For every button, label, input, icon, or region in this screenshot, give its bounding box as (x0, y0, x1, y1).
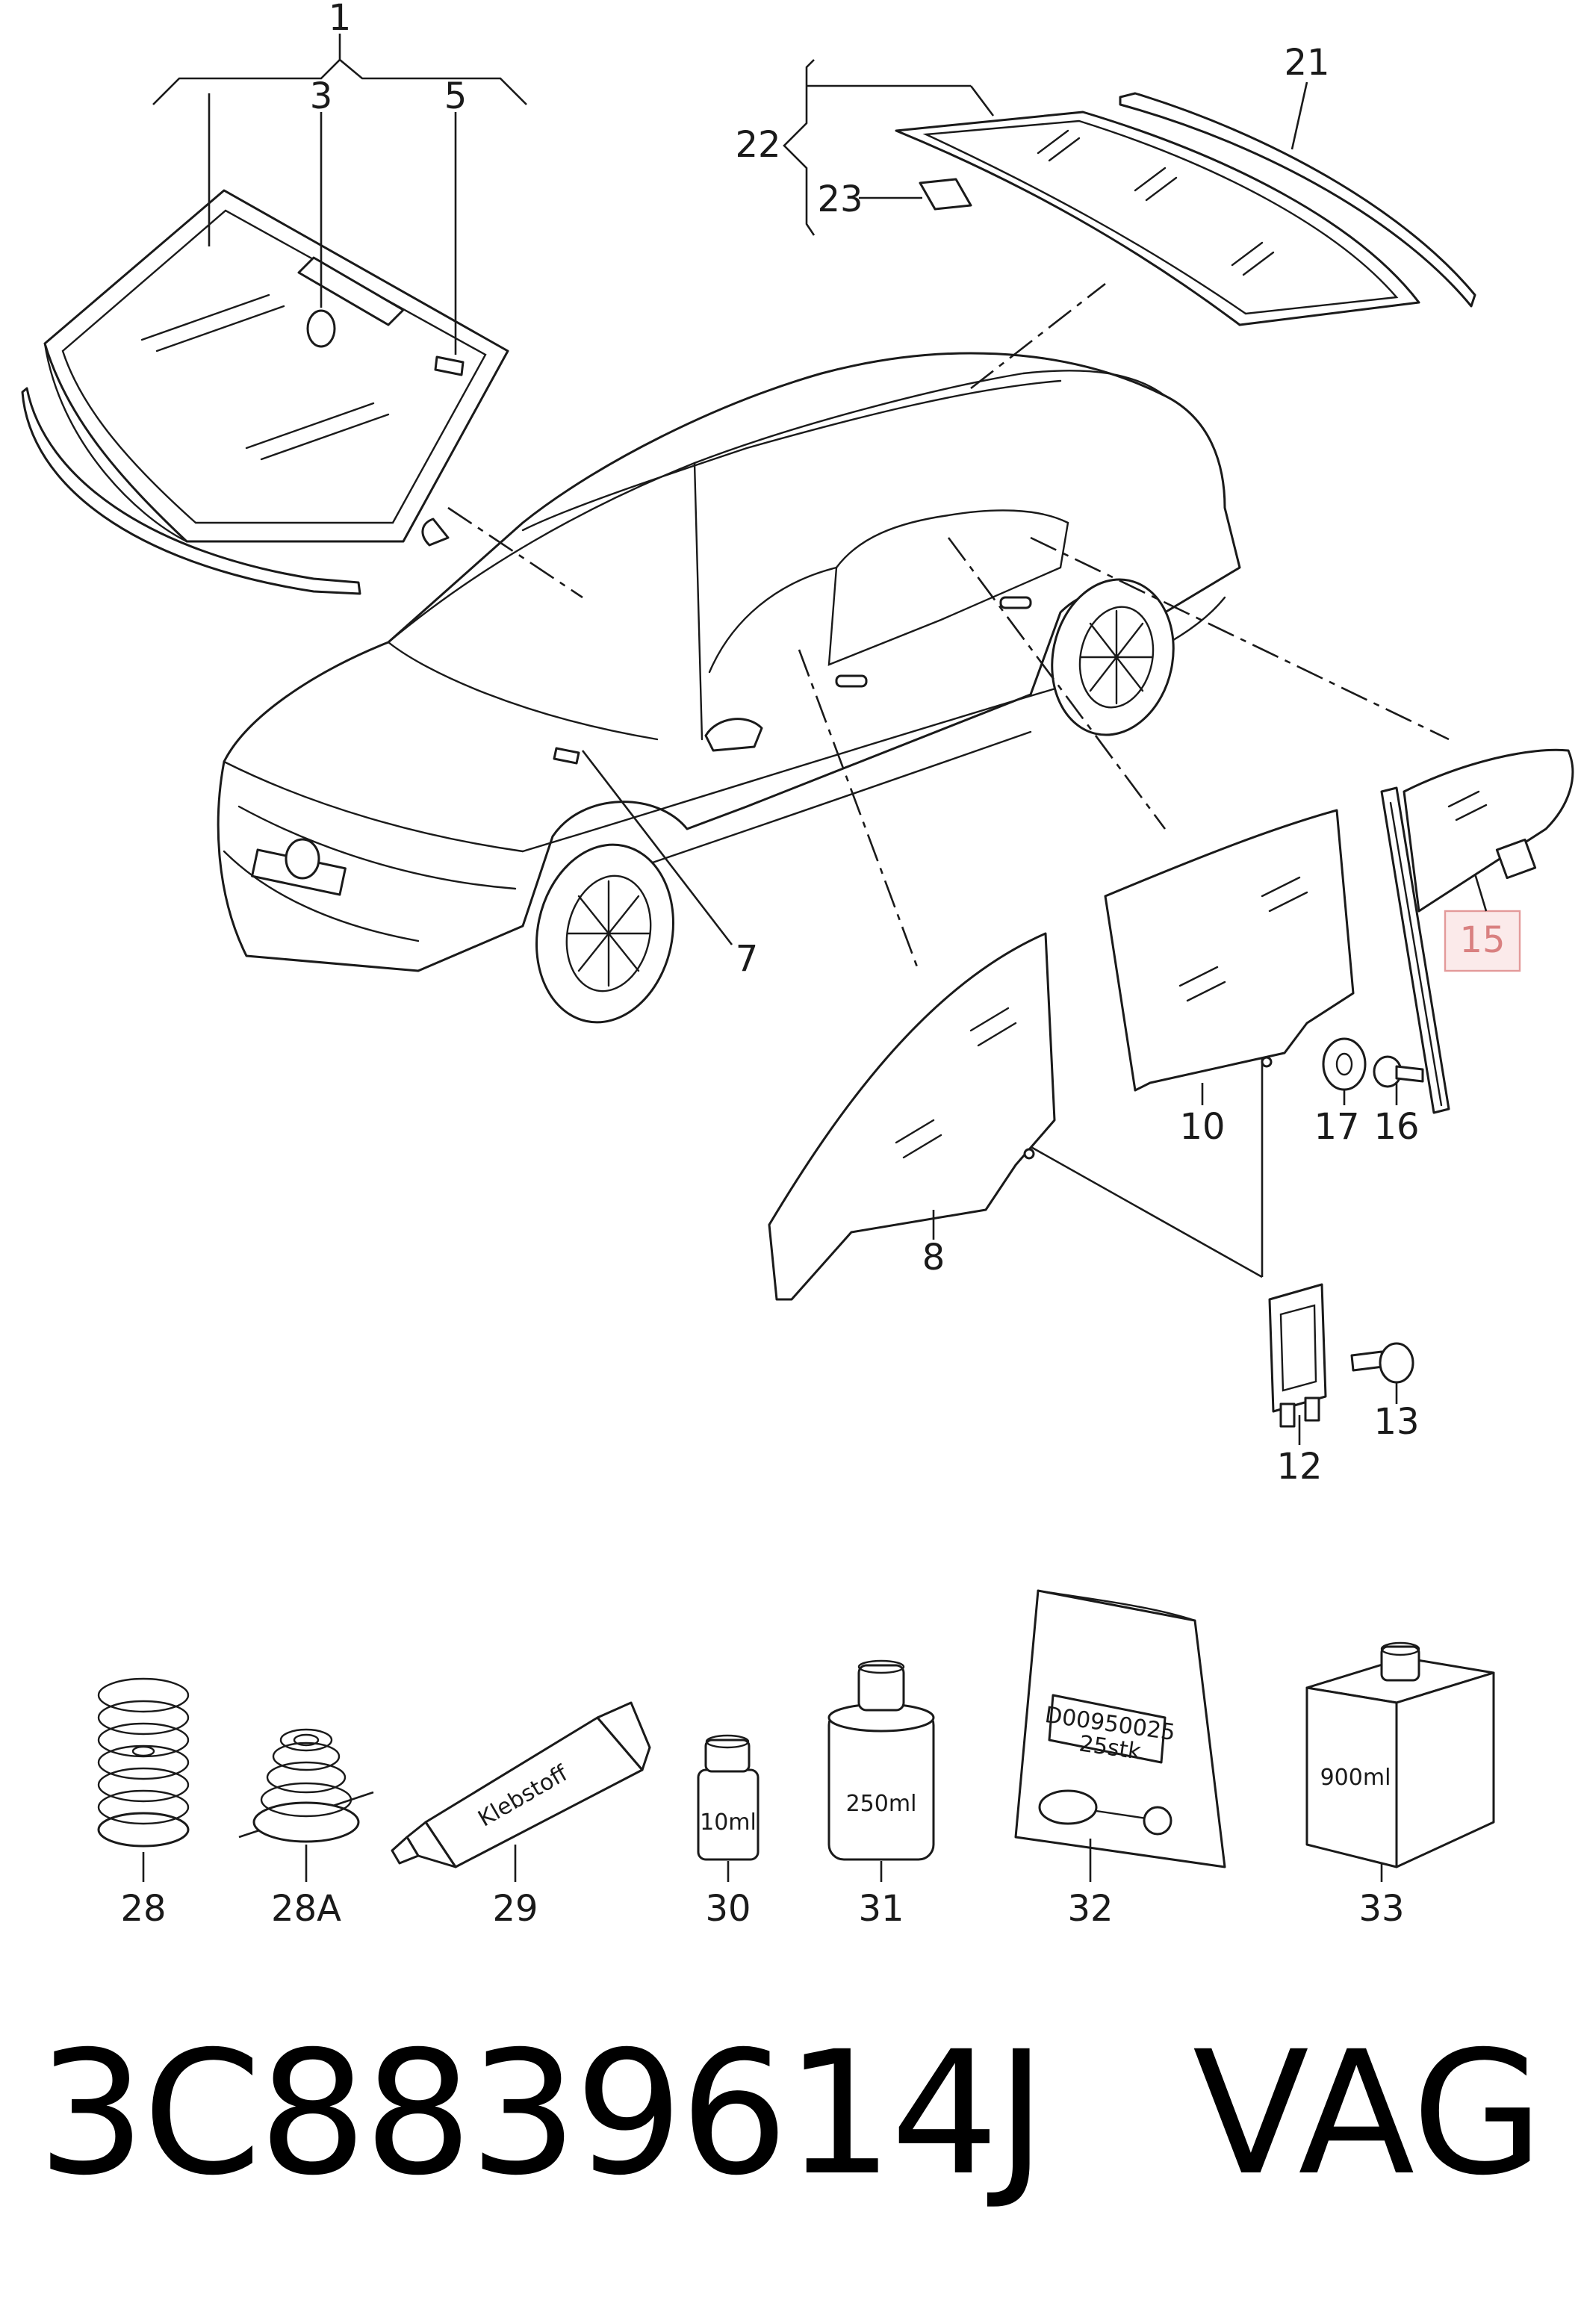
quarter-glass-part (1403, 748, 1574, 913)
callout-7: 7 (736, 938, 759, 980)
callout-31: 31 (858, 1888, 904, 1930)
windscreen-part (43, 189, 509, 543)
callout-15: 15 (1459, 919, 1505, 961)
rear-window-part (895, 111, 1420, 326)
exploded-parts-diagram: 1 3 5 7 8 10 12 13 15 16 17 21 22 23 Kle… (21, 0, 1574, 1930)
canister-label: 900ml (1320, 1765, 1391, 1791)
car-body-illustration (217, 352, 1241, 1024)
callout-33: 33 (1358, 1888, 1404, 1930)
primer-can-part-31: 250ml (827, 1659, 935, 1861)
callout-13: 13 (1373, 1401, 1419, 1443)
callout-3: 3 (310, 75, 333, 117)
glass-bracket-part-12 (1268, 1283, 1327, 1428)
sealing-cord-part-28 (97, 1677, 190, 1848)
sealing-cord-part-28a (238, 1728, 374, 1843)
callout-16: 16 (1373, 1106, 1419, 1148)
windscreen-lower-seal (21, 387, 361, 595)
wipes-bag-part-32: D00950025 25stk (1014, 1589, 1226, 1868)
window-channel-part (1380, 786, 1450, 1114)
callout-22: 22 (735, 124, 780, 166)
clip-part-17 (1322, 1037, 1367, 1091)
screw-part-16 (1373, 1055, 1424, 1088)
part-number-footer: 3C8839614J VAG (37, 2001, 1544, 2225)
callout-30: 30 (705, 1888, 751, 1930)
callout-32: 32 (1067, 1888, 1113, 1930)
callout-23: 23 (817, 178, 863, 220)
adhesive-tube-part-29: Klebstoff (391, 1701, 651, 1868)
bottom-leaders (142, 1839, 1383, 1882)
rear-window-upper-seal (1119, 92, 1476, 308)
bolt-part-13 (1350, 1342, 1414, 1384)
part-number: 3C8839614J (37, 2014, 1046, 2213)
highlight-box-15 (1444, 873, 1521, 972)
rear-window-spacer-part (919, 178, 972, 211)
assembly-lines (447, 282, 1450, 1278)
callout-28a: 28A (271, 1888, 341, 1930)
callout-10: 10 (1179, 1106, 1225, 1148)
rear-door-glass-part (1104, 809, 1355, 1092)
callout-8: 8 (922, 1237, 945, 1278)
callout-22-bracket (783, 59, 1308, 236)
can-label: 250ml (846, 1791, 917, 1817)
bottle-label: 10ml (700, 1809, 757, 1836)
brand-name: VAG (1192, 2014, 1544, 2213)
callout-21: 21 (1284, 42, 1329, 84)
callout-28: 28 (120, 1888, 166, 1930)
vin-window-part (434, 355, 465, 376)
front-door-glass-part (768, 932, 1056, 1301)
callout-12: 12 (1276, 1446, 1322, 1488)
primer-bottle-part-30: 10ml (697, 1734, 760, 1861)
rain-sensor-part (306, 309, 336, 348)
callout-leaders (581, 750, 1398, 1445)
callout-17: 17 (1314, 1106, 1359, 1148)
callout-5: 5 (444, 75, 468, 117)
callout-1: 1 (329, 0, 352, 39)
callout-1-bracket (152, 34, 527, 355)
callout-29: 29 (492, 1888, 538, 1930)
cleaner-canister-part-33: 900ml (1305, 1641, 1495, 1868)
